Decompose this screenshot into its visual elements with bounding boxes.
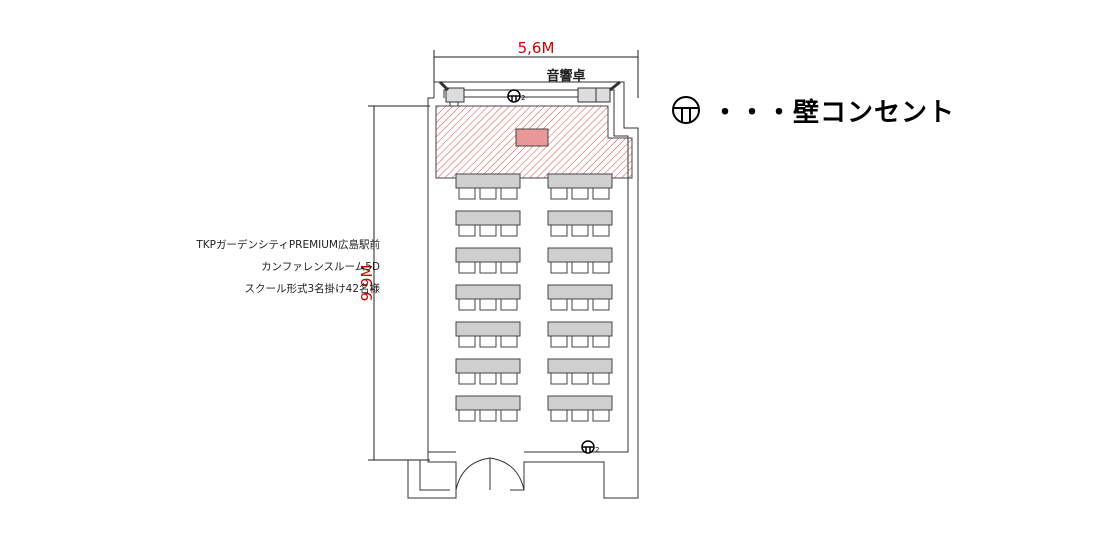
chair bbox=[500, 409, 518, 422]
table-with-chairs bbox=[455, 210, 521, 237]
speaker-icon bbox=[577, 80, 621, 103]
table bbox=[547, 284, 613, 300]
chair bbox=[458, 187, 476, 200]
chair bbox=[571, 372, 589, 385]
chair bbox=[550, 298, 568, 311]
table-with-chairs bbox=[547, 284, 613, 311]
table-with-chairs bbox=[547, 321, 613, 348]
table-with-chairs bbox=[547, 210, 613, 237]
table-with-chairs bbox=[455, 247, 521, 274]
chair bbox=[500, 261, 518, 274]
wall-outlet-icon: 2 bbox=[581, 440, 599, 454]
chair bbox=[458, 298, 476, 311]
chair bbox=[571, 261, 589, 274]
chair bbox=[571, 187, 589, 200]
lectern bbox=[515, 128, 549, 147]
chair bbox=[500, 187, 518, 200]
table bbox=[547, 247, 613, 263]
table bbox=[547, 358, 613, 374]
chair bbox=[592, 187, 610, 200]
room-name: カンファレンスルーム5D bbox=[261, 261, 380, 273]
seating-layout bbox=[455, 173, 613, 422]
legend: ・・・壁コンセント bbox=[670, 92, 955, 128]
height-dimension: 9,9M bbox=[358, 105, 430, 461]
table-with-chairs bbox=[547, 358, 613, 385]
table bbox=[547, 210, 613, 226]
chair bbox=[592, 261, 610, 274]
room-walls bbox=[407, 81, 639, 499]
outlet-count: 2 bbox=[521, 94, 525, 102]
chair bbox=[479, 335, 497, 348]
chair bbox=[550, 224, 568, 237]
layout-description: スクール形式3名掛け42名様 bbox=[244, 283, 380, 295]
chair bbox=[479, 372, 497, 385]
table bbox=[455, 395, 521, 411]
chair bbox=[571, 409, 589, 422]
table bbox=[455, 247, 521, 263]
chair bbox=[500, 335, 518, 348]
chair bbox=[458, 372, 476, 385]
speaker-icon bbox=[438, 80, 465, 107]
table bbox=[547, 321, 613, 337]
room-info: TKPガーデンシティPREMIUM広島駅前 カンファレンスルーム5D スクール形… bbox=[180, 234, 380, 300]
chair bbox=[550, 187, 568, 200]
chair bbox=[458, 261, 476, 274]
chair bbox=[500, 224, 518, 237]
chair bbox=[479, 261, 497, 274]
table-with-chairs bbox=[547, 173, 613, 200]
legend-label: ・・・壁コンセント bbox=[712, 97, 956, 128]
chair bbox=[458, 409, 476, 422]
chair bbox=[479, 224, 497, 237]
chair bbox=[571, 335, 589, 348]
table-with-chairs bbox=[455, 173, 521, 200]
table-with-chairs bbox=[455, 284, 521, 311]
table-with-chairs bbox=[547, 247, 613, 274]
table-with-chairs bbox=[455, 321, 521, 348]
width-dimension: 5,6M bbox=[433, 39, 639, 98]
chair bbox=[479, 298, 497, 311]
chair bbox=[550, 409, 568, 422]
chair bbox=[458, 335, 476, 348]
chair bbox=[500, 372, 518, 385]
wall-outlet-icon: 2 bbox=[507, 89, 525, 103]
chair bbox=[592, 409, 610, 422]
chair bbox=[592, 298, 610, 311]
table bbox=[455, 210, 521, 226]
chair bbox=[550, 335, 568, 348]
table bbox=[547, 173, 613, 189]
venue-name: TKPガーデンシティPREMIUM広島駅前 bbox=[196, 239, 380, 251]
chair bbox=[550, 261, 568, 274]
chair bbox=[479, 409, 497, 422]
chair bbox=[592, 224, 610, 237]
height-label: 9,9M bbox=[358, 265, 376, 302]
chair bbox=[479, 187, 497, 200]
door-icon bbox=[455, 457, 525, 491]
outlet-count: 2 bbox=[595, 446, 599, 454]
width-label: 5,6M bbox=[518, 39, 555, 57]
table bbox=[455, 173, 521, 189]
table-with-chairs bbox=[547, 395, 613, 422]
wall-outlet-icon bbox=[672, 96, 700, 124]
table bbox=[455, 284, 521, 300]
chair bbox=[458, 224, 476, 237]
stage-area bbox=[435, 105, 633, 179]
stage-label: 音響卓 bbox=[546, 68, 585, 84]
chair bbox=[550, 372, 568, 385]
chair bbox=[592, 372, 610, 385]
chair bbox=[592, 335, 610, 348]
chair bbox=[571, 224, 589, 237]
chair bbox=[571, 298, 589, 311]
table bbox=[455, 358, 521, 374]
table bbox=[547, 395, 613, 411]
chair bbox=[500, 298, 518, 311]
table-with-chairs bbox=[455, 358, 521, 385]
table bbox=[455, 321, 521, 337]
table-with-chairs bbox=[455, 395, 521, 422]
